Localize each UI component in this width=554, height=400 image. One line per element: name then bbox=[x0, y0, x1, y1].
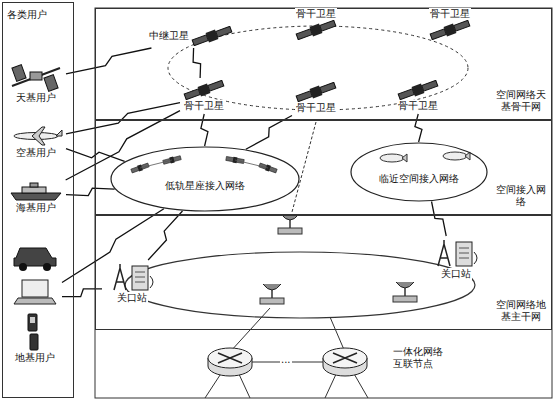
wireless-link bbox=[415, 114, 422, 142]
satellite-node: 中继卫星 bbox=[148, 26, 234, 46]
satellite-icon bbox=[294, 20, 338, 40]
satellite-label: 骨干卫星 bbox=[429, 8, 471, 20]
network-layer-band: 空间接入网络 低轨星座接入网络 临近空间接入网络 bbox=[95, 120, 552, 215]
satellite-label: 中继卫星 bbox=[148, 30, 190, 42]
gateway-node: 关口站 bbox=[104, 262, 160, 304]
satellite-icon bbox=[190, 26, 234, 46]
gateway-label: 关口站 bbox=[440, 268, 472, 280]
wireless-link bbox=[193, 48, 200, 78]
satellite-node: 骨干卫星 bbox=[428, 8, 472, 40]
backbone-orbit bbox=[168, 26, 468, 110]
satellite-label: 骨干卫星 bbox=[295, 8, 337, 20]
network-layer-band: 空间网络天基骨干网中继卫星骨干卫星骨干卫星骨干卫星骨干卫星骨干卫星 bbox=[95, 8, 552, 120]
ground-ring bbox=[125, 252, 475, 318]
wireless-link bbox=[201, 114, 208, 146]
downlink-line bbox=[292, 122, 316, 212]
ground-station-dish bbox=[278, 214, 302, 234]
wireless-link bbox=[148, 211, 182, 260]
satellite-node: 骨干卫星 bbox=[294, 8, 338, 40]
leo-crosslink bbox=[140, 160, 268, 168]
interconnect-node-label: 一体化网络互联节点 bbox=[392, 346, 446, 370]
ground-station-dish bbox=[260, 284, 284, 304]
satellite-icon bbox=[428, 20, 472, 40]
gateway-station-icon bbox=[104, 262, 160, 292]
satellite-icon bbox=[182, 80, 226, 100]
satellite-node: 骨干卫星 bbox=[294, 82, 338, 114]
layer-title: 空间网络天基骨干网 bbox=[494, 89, 548, 113]
interconnect-wire bbox=[205, 308, 368, 398]
wireless-link bbox=[62, 289, 102, 297]
satellite-icon bbox=[396, 80, 440, 100]
ellipse-outline bbox=[110, 146, 300, 212]
gateway-station-icon bbox=[428, 238, 484, 268]
router bbox=[208, 348, 252, 376]
user-node: 地基用户 bbox=[10, 240, 60, 364]
layer-title: 空间网络地基主干网 bbox=[494, 299, 548, 323]
network-name: 低轨星座接入网络 bbox=[164, 180, 246, 192]
airship bbox=[443, 152, 470, 160]
ground-station-dish bbox=[393, 282, 417, 302]
network-layer-band: 空间网络地基主干网关口站关口站 bbox=[95, 215, 552, 330]
user-label: 天基用户 bbox=[15, 92, 57, 104]
access-network-ellipse: 临近空间接入网络 bbox=[350, 142, 488, 202]
ship-icon bbox=[8, 182, 64, 202]
ground-devices-icon bbox=[10, 240, 60, 352]
gateway-label: 关口站 bbox=[116, 292, 148, 304]
wireless-link bbox=[66, 103, 180, 134]
wireless-link bbox=[432, 201, 447, 236]
satellite-node: 骨干卫星 bbox=[396, 80, 440, 112]
user-label: 海基用户 bbox=[15, 202, 57, 214]
satellite-label: 骨干卫星 bbox=[183, 100, 225, 112]
wireless-link bbox=[62, 209, 164, 283]
network-name: 临近空间接入网络 bbox=[378, 173, 460, 185]
satellite-icon bbox=[294, 82, 338, 102]
user-label: 空基用户 bbox=[15, 147, 57, 159]
space-station-icon bbox=[8, 62, 64, 92]
satellite-node: 骨干卫星 bbox=[182, 80, 226, 112]
user-node: 海基用户 bbox=[8, 182, 64, 214]
ellipsis-label: ... bbox=[280, 354, 292, 366]
network-frame bbox=[95, 8, 552, 398]
aircraft-icon bbox=[8, 125, 64, 147]
layer-title: 空间接入网络 bbox=[494, 184, 548, 208]
user-node: 空基用户 bbox=[8, 125, 64, 159]
gateway-node: 关口站 bbox=[428, 238, 484, 280]
satellite-label: 骨干卫星 bbox=[397, 100, 439, 112]
airship bbox=[380, 154, 407, 162]
satellite-label: 骨干卫星 bbox=[295, 102, 337, 114]
wireless-link bbox=[66, 48, 151, 74]
user-node: 天基用户 bbox=[8, 62, 64, 104]
access-network-ellipse: 低轨星座接入网络 bbox=[110, 146, 300, 212]
router bbox=[323, 348, 367, 376]
user-label: 地基用户 bbox=[14, 352, 56, 364]
ellipse-outline bbox=[350, 142, 488, 202]
user-panel: 各类用户天基用户空基用户海基用户地基用户 bbox=[2, 2, 74, 398]
panel-title: 各类用户 bbox=[6, 9, 48, 21]
